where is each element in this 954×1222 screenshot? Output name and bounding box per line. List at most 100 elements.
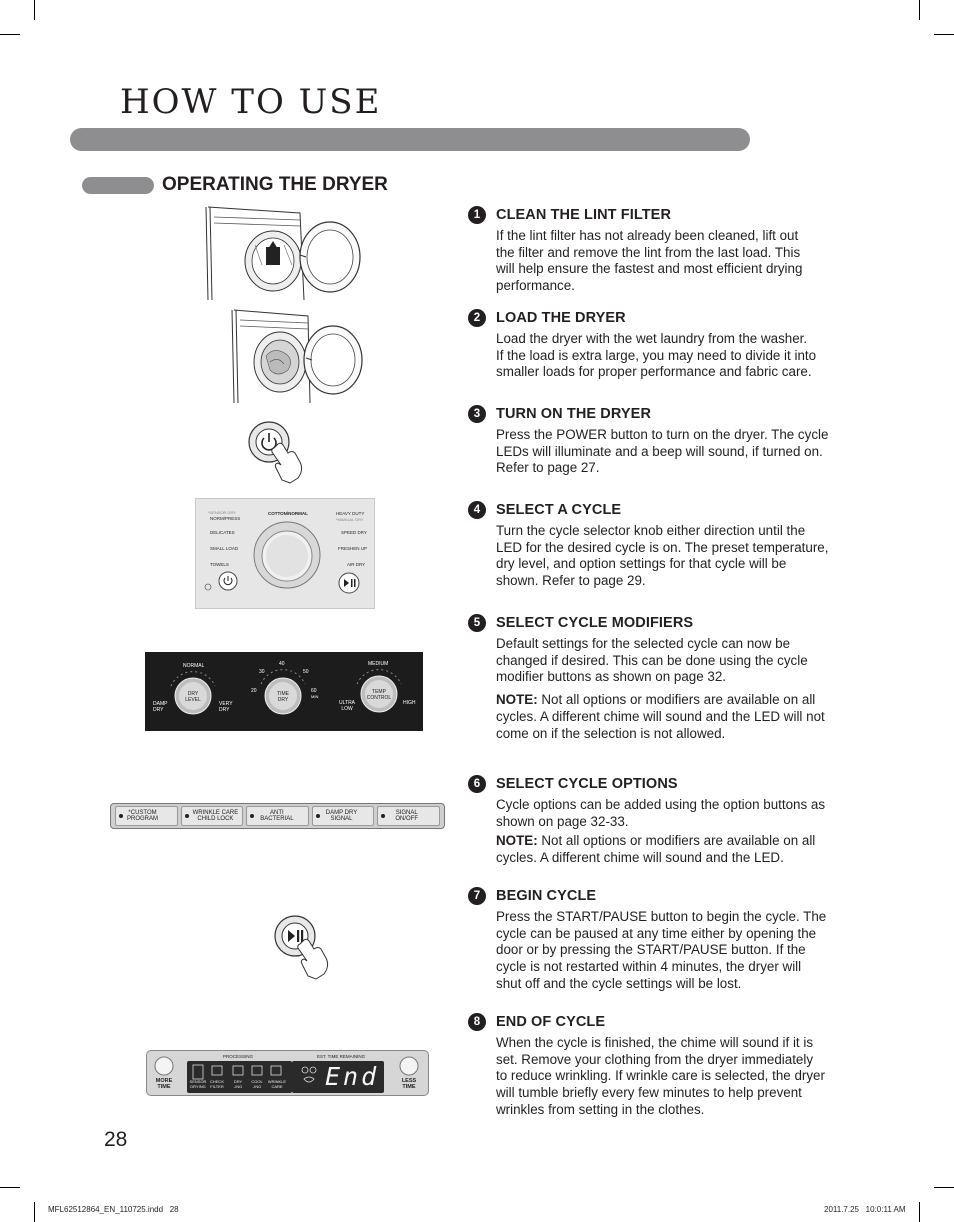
cycle-label-air-dry: AIR DRY: [347, 562, 366, 567]
step-description: When the cycle is finished, the chime wi…: [496, 1035, 825, 1117]
start-pause-button-illustration: [274, 915, 329, 980]
step-description: Cycle options can be added using the opt…: [496, 797, 826, 829]
option-led-dot: [250, 814, 255, 818]
time-dry-60-label: 60: [311, 688, 317, 694]
cycle-label-heavy-duty: HEAVY DUTY: [336, 511, 365, 516]
step-description: Turn the cycle selector knob either dire…: [496, 523, 829, 589]
crop-mark: [919, 1202, 920, 1222]
step-title: BEGIN CYCLE: [496, 888, 597, 904]
step-load-dryer: 2 LOAD THE DRYER Load the dryer with the …: [468, 308, 868, 381]
option-led-dot: [315, 814, 320, 818]
step-end-of-cycle: 8 END OF CYCLE When the cycle is finished…: [468, 1012, 868, 1119]
step-select-cycle: 4 SELECT A CYCLE Turn the cycle selector …: [468, 500, 868, 590]
page-number: 28: [104, 1128, 128, 1151]
step-number-badge: 4: [468, 501, 486, 519]
est-time-remaining-label: EST. TIME REMAINING: [317, 1054, 366, 1059]
processing-label: PROCESSING: [223, 1054, 254, 1059]
option-led-dot: [381, 814, 386, 818]
time-dry-30-label: 30: [259, 669, 265, 675]
step-title: SELECT CYCLE OPTIONS: [496, 776, 678, 792]
dryer-load-illustration: [231, 309, 363, 404]
cycle-label-towels: TOWELS: [210, 562, 229, 567]
step-number-badge: 5: [468, 614, 486, 632]
cycle-label-norm-press: NORM/PRESS: [210, 516, 241, 521]
time-dry-40-label: 40: [279, 661, 285, 667]
cycle-label-cotton-normal: COTTON/NORMAL: [268, 511, 308, 516]
crop-mark: [34, 0, 35, 20]
step-clean-lint-filter: 1 CLEAN THE LINT FILTER If the lint filte…: [468, 205, 868, 295]
print-timestamp: 2011.7.25 10:0:11 AM: [824, 1205, 906, 1214]
step-description: Load the dryer with the wet laundry from…: [496, 331, 817, 380]
step-description: Default settings for the selected cycle …: [496, 636, 808, 685]
step-description: Press the START/PAUSE button to begin th…: [496, 909, 827, 991]
cycle-label-delicates: DELICATES: [210, 530, 235, 535]
step-number-badge: 6: [468, 775, 486, 793]
crop-mark: [934, 1187, 954, 1188]
step-begin-cycle: 7 BEGIN CYCLE Press the START/PAUSE butto…: [468, 886, 868, 993]
crop-mark: [919, 0, 920, 20]
step-number-badge: 7: [468, 887, 486, 905]
display-buttons-graphic: [154, 1056, 419, 1093]
cycle-label-freshen-up: FRESHEN UP: [338, 546, 368, 551]
section-pill: [82, 177, 154, 194]
crop-mark: [0, 34, 20, 35]
cycle-label-sensor-dry: *SENSOR DRY: [208, 510, 236, 515]
step-note: NOTE: Not all options or modifiers are a…: [496, 833, 816, 866]
time-dry-min-label: MIN: [311, 694, 319, 699]
option-led-dot: [184, 814, 189, 818]
step-title: END OF CYCLE: [496, 1014, 606, 1030]
step-number-badge: 8: [468, 1013, 486, 1031]
temp-control-top-label: MEDIUM: [368, 661, 389, 667]
crop-mark: [0, 1187, 20, 1188]
temp-control-right-label: HIGH: [403, 700, 416, 706]
stage-drying: DRY-ING: [233, 1079, 243, 1089]
step-number-badge: 1: [468, 206, 486, 224]
step-number-badge: 2: [468, 309, 486, 327]
step-turn-on-dryer: 3 TURN ON THE DRYER Press the POWER butto…: [468, 404, 868, 477]
power-button-illustration: [248, 421, 303, 484]
step-description: If the lint filter has not already been …: [496, 228, 803, 294]
cycle-label-speed-dry: SPEED DRY: [341, 530, 367, 535]
step-select-cycle-modifiers: 5 SELECT CYCLE MODIFIERS Default settings…: [468, 613, 868, 742]
step-number-badge: 3: [468, 405, 486, 423]
option-led-dot: [119, 814, 123, 818]
step-title: TURN ON THE DRYER: [496, 406, 652, 422]
step-title: CLEAN THE LINT FILTER: [496, 207, 672, 223]
dry-level-top-label: NORMAL: [183, 663, 205, 669]
crop-mark: [934, 34, 954, 35]
step-description: Press the POWER button to turn on the dr…: [496, 427, 829, 476]
cycle-selector-panel: *SENSOR DRY NORM/PRESS DELICATES SMALL L…: [195, 498, 375, 609]
title-bar: [70, 128, 750, 151]
time-dry-50-label: 50: [303, 669, 309, 675]
step-title: SELECT A CYCLE: [496, 502, 622, 518]
cycle-knob-graphic: [204, 521, 360, 594]
display-readout: End: [325, 1062, 380, 1091]
crop-mark: [34, 1202, 35, 1222]
page-title: HOW TO USE: [120, 82, 382, 122]
section-title: OPERATING THE DRYER: [162, 174, 388, 195]
stage-cooling: COOL-ING: [251, 1079, 263, 1089]
cycle-label-manual-dry: *MANUAL DRY: [336, 517, 364, 522]
step-title: LOAD THE DRYER: [496, 310, 626, 326]
print-file-info: MFL62512864_EN_110725.indd 28: [48, 1205, 179, 1214]
step-title: SELECT CYCLE MODIFIERS: [496, 615, 694, 631]
